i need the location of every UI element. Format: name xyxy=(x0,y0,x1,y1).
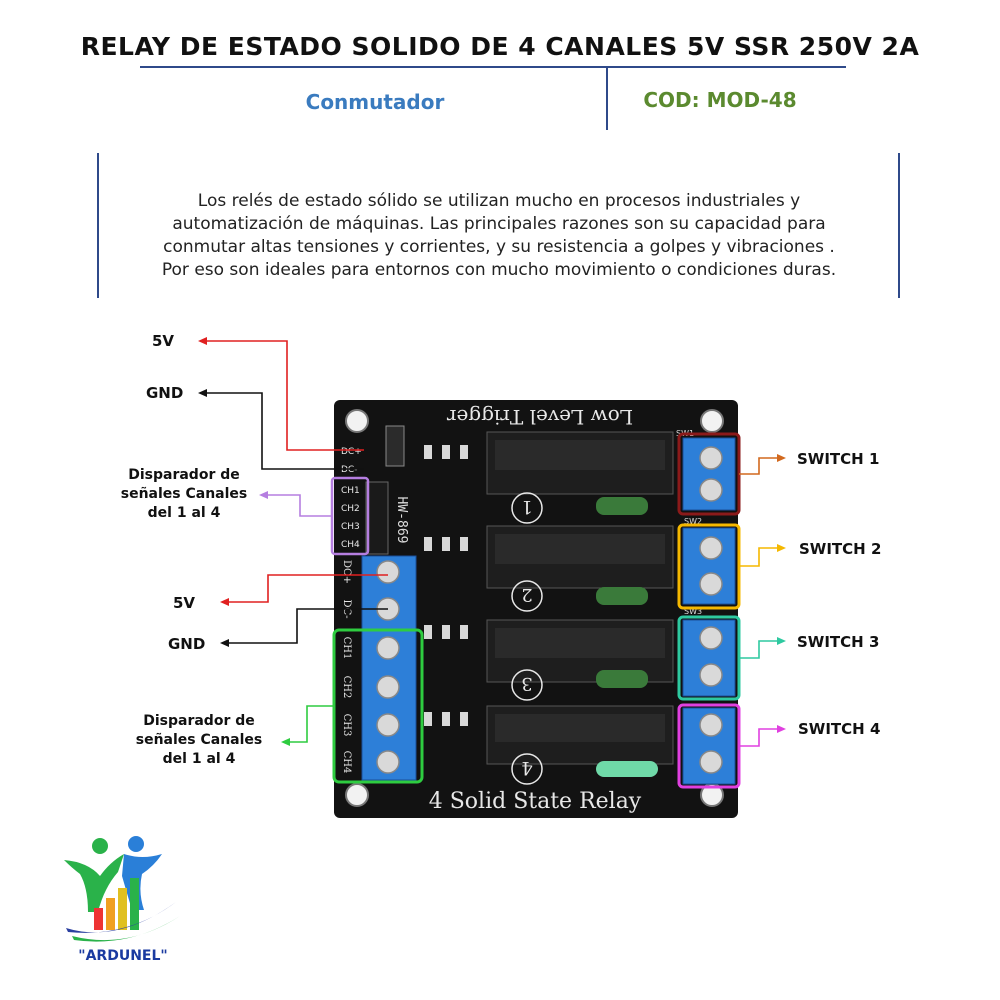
wire-trigger-top xyxy=(265,494,332,517)
terminal-pin-label: CH2 xyxy=(341,676,352,699)
wire-trigger-bottom xyxy=(287,705,334,743)
header-divider xyxy=(606,68,608,130)
terminal-pin-label: CH4 xyxy=(341,751,352,774)
wire-gnd-top xyxy=(204,392,364,470)
pin-header: DC+ DC- CH1 CH2 CH3 CH4 xyxy=(341,425,405,555)
description-left-border xyxy=(97,153,99,298)
title-underline xyxy=(140,66,846,68)
description-line: Los relés de estado sólido se utilizan m… xyxy=(197,191,801,211)
description-line: Por eso son ideales para entornos con mu… xyxy=(161,260,837,280)
label-line: señales Canales xyxy=(135,732,263,748)
ssr-module-3 xyxy=(486,619,674,683)
label-trigger-top: Disparador de señales Canales del 1 al 4 xyxy=(105,466,263,523)
wire-switch2 xyxy=(739,547,780,567)
mounting-hole xyxy=(345,409,369,433)
label-line: del 1 al 4 xyxy=(147,505,221,521)
header-pin-label: CH4 xyxy=(341,540,360,550)
fuse xyxy=(596,761,658,777)
label-line: señales Canales xyxy=(120,486,248,502)
board-bottom-text: 4 Solid State Relay xyxy=(429,789,642,814)
wire-switch4 xyxy=(739,728,780,747)
ssr-module-4 xyxy=(486,705,674,765)
category-label: Conmutador xyxy=(305,90,445,114)
label-trigger-bottom: Disparador de señales Canales del 1 al 4 xyxy=(120,712,278,769)
ssr-module-2 xyxy=(486,525,674,589)
sw-label: SW2 xyxy=(684,517,702,526)
ardunel-logo: "ARDUNEL" xyxy=(64,836,180,964)
label-5v-top: 5V xyxy=(152,332,175,350)
logo-text: "ARDUNEL" xyxy=(78,948,167,964)
mounting-hole xyxy=(700,409,724,433)
sw-label: SW3 xyxy=(684,607,702,616)
terminal-pin-label: DC+ xyxy=(341,560,352,584)
wire-switch1 xyxy=(739,457,780,475)
label-switch1: SWITCH 1 xyxy=(797,450,880,468)
mounting-hole xyxy=(345,783,369,807)
description-line: automatización de máquinas. Las principa… xyxy=(172,214,826,234)
wire-gnd-bottom xyxy=(226,608,388,644)
relay-board: Low Level Trigger 4 Solid State Relay HW… xyxy=(334,400,738,818)
terminal-pin-label: CH3 xyxy=(341,714,352,737)
ssr-module-1 xyxy=(486,431,674,495)
header-pin-label: CH2 xyxy=(341,504,360,514)
wire-5v-top xyxy=(204,340,364,451)
channel-number: 3 xyxy=(521,673,532,694)
label-line: del 1 al 4 xyxy=(162,751,236,767)
label-switch2: SWITCH 2 xyxy=(799,540,882,558)
description-text: Los relés de estado sólido se utilizan m… xyxy=(110,190,888,282)
label-switch4: SWITCH 4 xyxy=(798,720,881,738)
description-line: conmutar altas tensiones y corrientes, y… xyxy=(163,237,835,257)
board-model-text: HW-869 xyxy=(394,497,409,544)
terminal-pin-label: CH1 xyxy=(341,637,352,660)
header-pin-label: DC+ xyxy=(341,447,362,457)
header-pin-label: CH3 xyxy=(341,522,360,532)
label-switch3: SWITCH 3 xyxy=(797,633,880,651)
fuse xyxy=(596,587,648,605)
label-line: Disparador de xyxy=(128,467,240,483)
wire-switch3 xyxy=(739,640,780,659)
label-gnd-bottom: GND xyxy=(168,635,206,653)
page-title: RELAY DE ESTADO SOLIDO DE 4 CANALES 5V S… xyxy=(80,32,920,61)
product-code: COD: MOD-48 xyxy=(643,88,797,112)
channel-number: 1 xyxy=(521,496,532,517)
label-gnd-top: GND xyxy=(146,384,184,402)
wire-5v-bottom xyxy=(226,574,388,603)
right-screw-terminals: SW1 SW2 SW3 xyxy=(676,429,736,785)
board-top-text: Low Level Trigger xyxy=(447,405,634,429)
label-line: Disparador de xyxy=(143,713,255,729)
label-5v-bottom: 5V xyxy=(173,594,196,612)
header-pin-label: CH1 xyxy=(341,486,360,496)
fuse xyxy=(596,497,648,515)
header-pin-label: DC- xyxy=(341,465,357,475)
channel-number: 2 xyxy=(521,584,532,605)
fuse xyxy=(596,670,648,688)
description-right-border xyxy=(898,153,900,298)
channel-number: 4 xyxy=(521,757,532,778)
left-screw-terminal: DC+ DC- CH1 CH2 CH3 CH4 xyxy=(341,555,417,781)
